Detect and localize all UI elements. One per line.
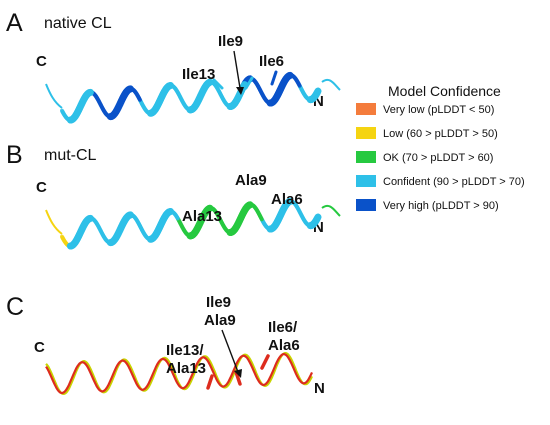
- c-terminal-tail: [45, 209, 63, 235]
- panel-c-label-ala6: Ala6: [268, 337, 300, 354]
- panel-c-label-ala13: Ala13: [166, 360, 206, 377]
- n-terminal-tail: [321, 204, 341, 217]
- legend-title: Model Confidence: [388, 83, 501, 99]
- panel-c-label-ile9: Ile9: [206, 294, 231, 311]
- panel-c-c-terminus: C: [34, 339, 45, 356]
- native-side-chain-1: [260, 354, 270, 370]
- panel-b-title: mut-CL: [44, 147, 97, 164]
- legend-label-2: OK (70 > pLDDT > 60): [383, 152, 493, 164]
- legend-label-3: Confident (90 > pLDDT > 70): [383, 176, 525, 188]
- panel-b-c-terminus: C: [36, 179, 47, 196]
- panel-a-title: native CL: [44, 15, 112, 32]
- panel-a-pointer-arrow: [233, 50, 244, 95]
- ile-side-chain-0: [212, 78, 224, 90]
- panel-c-n-terminus: N: [314, 380, 325, 397]
- panel-b: B mut-CL C N Ala9 Ala13 Ala6: [6, 141, 341, 250]
- confidence-legend: Model Confidence Very low (pLDDT < 50) Lo…: [356, 83, 525, 212]
- panel-c-label-ile6: Ile6/: [268, 319, 298, 336]
- panel-c-letter: C: [6, 293, 24, 321]
- legend-items: Very low (pLDDT < 50) Low (60 > pLDDT > 5…: [356, 103, 525, 212]
- panel-c: C C N Ile9 Ala9 Ile13/ Ala13 Ile6/ Ala6: [6, 293, 325, 397]
- legend-swatch-3: [356, 175, 376, 187]
- panel-b-letter: B: [6, 141, 23, 169]
- panel-a-side-chains: [212, 70, 278, 90]
- panel-b-n-terminus: N: [313, 219, 324, 236]
- c-terminal-tail: [45, 83, 63, 109]
- n-terminal-tail: [321, 78, 341, 91]
- panel-b-helix-ribbon: [45, 197, 341, 250]
- legend-swatch-1: [356, 127, 376, 139]
- ile-side-chain-1: [244, 76, 254, 90]
- legend-label-0: Very low (pLDDT < 50): [383, 104, 494, 116]
- panel-a: A native CL C N Ile9 Ile13 Ile6: [6, 9, 341, 124]
- panel-a-letter: A: [6, 9, 23, 37]
- panel-c-label-ile13: Ile13/: [166, 342, 204, 359]
- legend-label-1: Low (60 > pLDDT > 50): [383, 128, 498, 140]
- panel-c-label-ala9: Ala9: [204, 312, 236, 329]
- legend-swatch-2: [356, 151, 376, 163]
- panel-c-superposed-traces: [45, 352, 314, 395]
- panel-c-pointer-arrow: [221, 329, 242, 378]
- panel-a-label-ile13: Ile13: [182, 66, 215, 83]
- native-side-chain-0: [234, 370, 242, 386]
- legend-swatch-4: [356, 199, 376, 211]
- panel-a-label-ile6: Ile6: [259, 53, 284, 70]
- legend-swatch-0: [356, 103, 376, 115]
- native-side-chain-2: [206, 374, 214, 390]
- native-backbone-trace: [45, 353, 314, 395]
- panel-a-c-terminus: C: [36, 53, 47, 70]
- panel-a-label-ile9: Ile9: [218, 33, 243, 50]
- panel-b-label-ala13: Ala13: [182, 208, 222, 225]
- panel-b-label-ala9: Ala9: [235, 172, 267, 189]
- panel-a-helix-ribbon: [45, 71, 341, 124]
- legend-label-4: Very high (pLDDT > 90): [383, 200, 499, 212]
- ile-side-chain-2: [270, 70, 278, 86]
- panel-a-n-terminus: N: [313, 93, 324, 110]
- panel-b-label-ala6: Ala6: [271, 191, 303, 208]
